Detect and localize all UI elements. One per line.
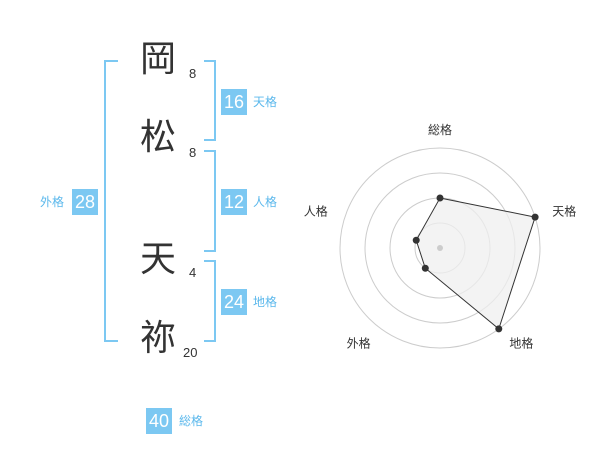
stroke-count-2: 8 — [189, 145, 197, 160]
radar-axis-label-gaikaku: 外格 — [347, 336, 371, 351]
jinkaku-bracket — [204, 150, 216, 252]
radar-axis-label-tenkaku: 天格 — [552, 204, 576, 219]
radar-point — [531, 213, 539, 221]
tenkaku-value: 16 — [221, 89, 247, 115]
radar-point — [421, 264, 429, 272]
gaikaku-bracket — [104, 60, 118, 342]
gaikaku-label: 外格 — [40, 195, 65, 209]
radar-axis-label-chikaku: 地格 — [509, 336, 533, 351]
radar-point — [436, 194, 444, 202]
soukaku-value: 40 — [146, 408, 172, 434]
chikaku-value: 24 — [221, 289, 247, 315]
radar-point — [495, 325, 503, 333]
stroke-count-4: 20 — [183, 345, 198, 360]
stroke-count-3: 4 — [189, 265, 197, 280]
soukaku-label: 総格 — [179, 414, 204, 428]
name-char-3: 天 — [140, 239, 177, 280]
radar-center-dot — [437, 245, 443, 251]
name-char-4: 祢 — [140, 318, 177, 359]
gaikaku-value: 28 — [72, 189, 98, 215]
chikaku-bracket — [204, 260, 216, 342]
radar-point — [412, 236, 420, 244]
name-char-2: 松 — [140, 117, 177, 158]
tenkaku-label: 天格 — [253, 95, 278, 109]
radar-ring — [339, 147, 541, 349]
chikaku-label: 地格 — [253, 295, 278, 309]
jinkaku-label: 人格 — [253, 195, 278, 209]
radar-axis-label-jinkaku: 人格 — [304, 204, 328, 219]
radar-axis-label-soukaku: 総格 — [428, 122, 452, 137]
stroke-count-1: 8 — [189, 66, 197, 81]
name-char-1: 岡 — [140, 39, 177, 80]
jinkaku-value: 12 — [221, 189, 247, 215]
tenkaku-bracket — [204, 60, 216, 141]
radar-area — [415, 197, 536, 330]
radar-points — [412, 194, 539, 333]
